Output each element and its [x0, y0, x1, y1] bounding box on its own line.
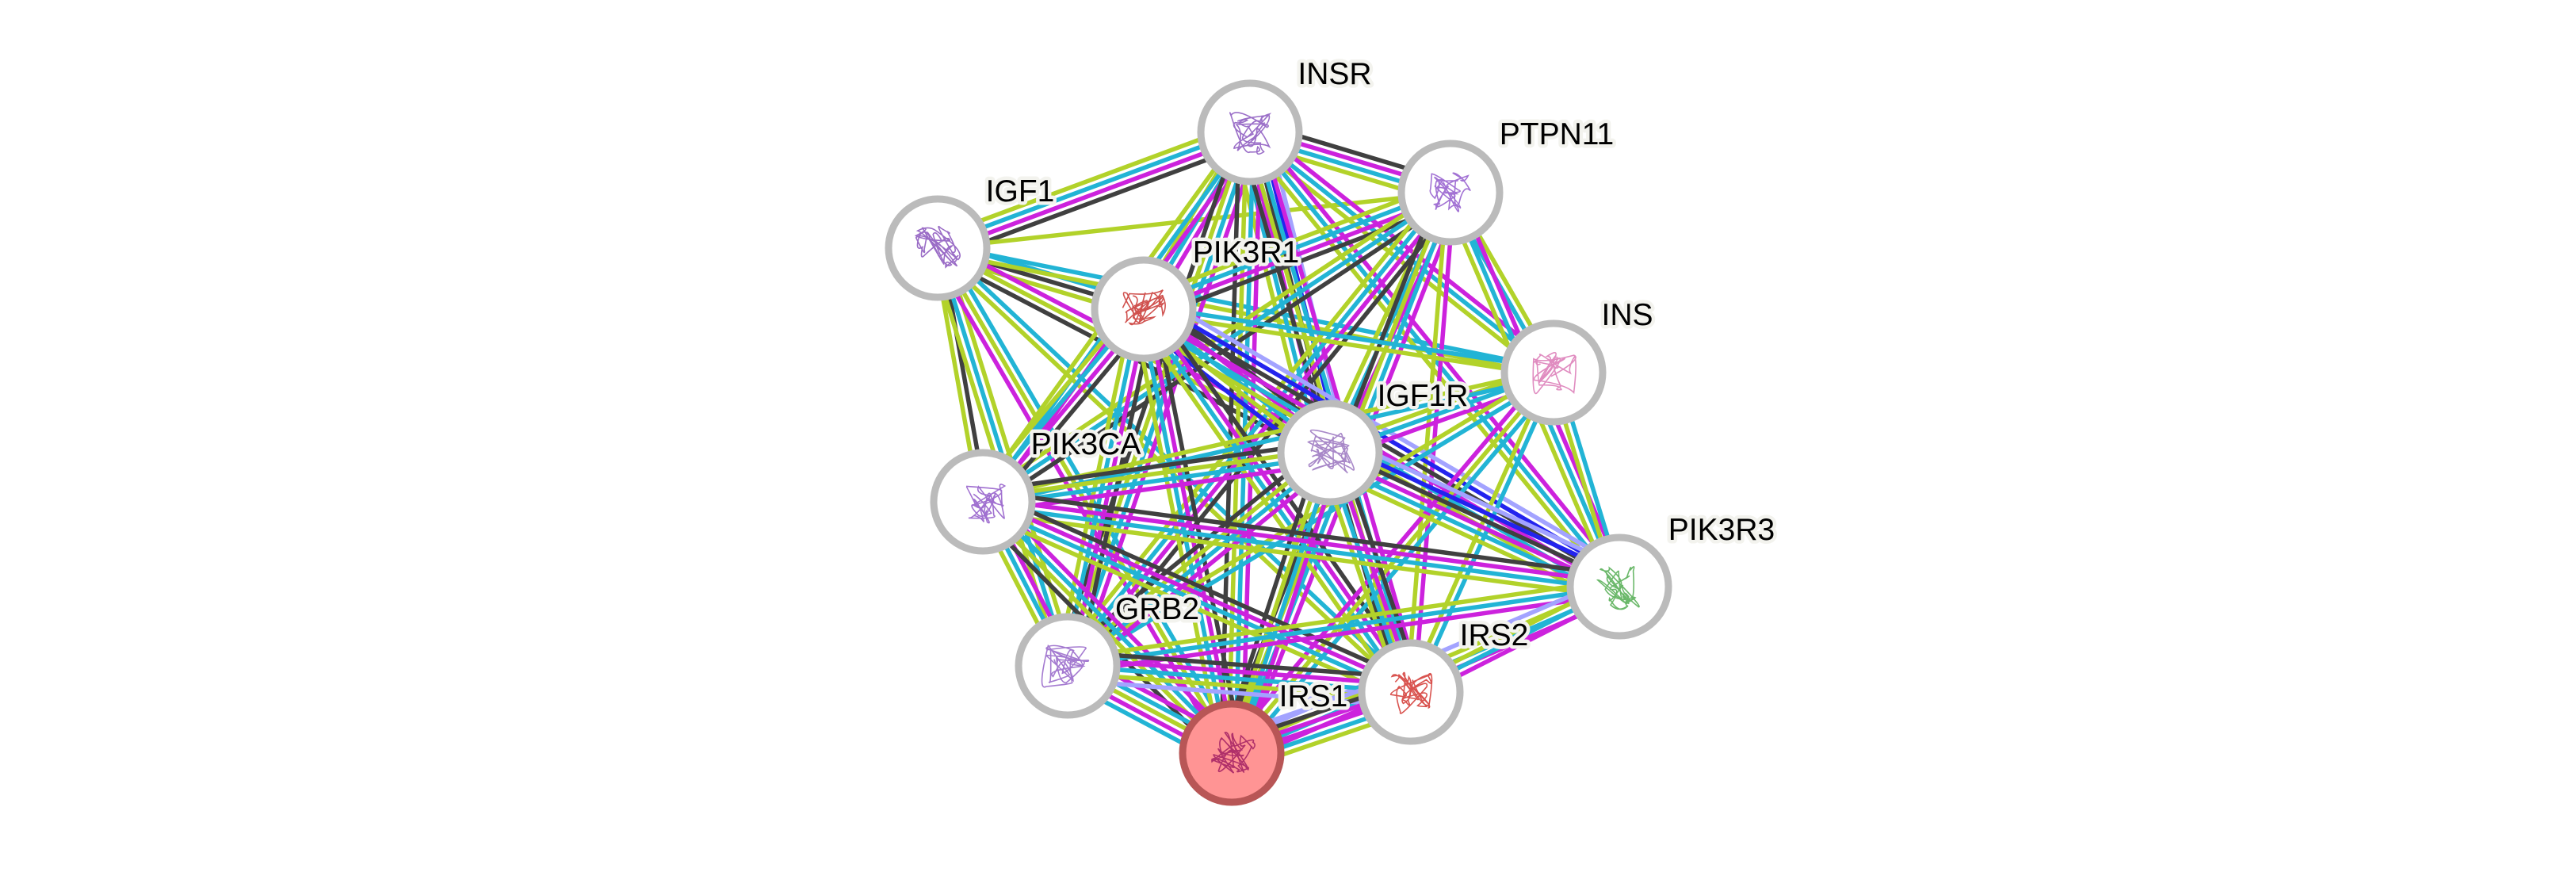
edge-evidence-gene-fusion — [1333, 441, 1625, 579]
node-pik3ca[interactable] — [930, 449, 1036, 555]
edge-igf1r-irs1[interactable] — [1219, 448, 1343, 758]
edge-pik3ca-pik3r3[interactable] — [980, 488, 1622, 600]
protein-structure-icon — [1596, 566, 1640, 610]
edge-evidence-database — [1068, 453, 1334, 671]
edge-evidence-coexpression — [940, 140, 1255, 261]
node-insr[interactable] — [1197, 79, 1303, 185]
edge-evidence-coexpression — [1068, 649, 1412, 680]
edge-evidence-database — [1068, 132, 1256, 668]
edge-evidence-textmining — [1405, 370, 1553, 692]
node-label-insr: INSR — [1298, 57, 1371, 91]
node-label-irs1: IRS1 — [1279, 679, 1348, 713]
edge-evidence-database — [1067, 584, 1620, 668]
edge-evidence-textmining — [1066, 577, 1619, 661]
edge-evidence-coexpression — [984, 488, 1622, 579]
edge-evidence-homology — [1336, 434, 1628, 573]
node-pik3r1[interactable] — [1091, 256, 1197, 362]
edge-evidence-database — [1412, 373, 1559, 694]
edge-evidence-coexpression — [1219, 448, 1322, 751]
node-circle[interactable] — [1197, 79, 1303, 185]
edge-evidence-textmining — [980, 510, 1619, 600]
node-ins[interactable] — [1500, 319, 1607, 426]
protein-structure-icon — [1041, 644, 1090, 688]
protein-structure-icon — [1211, 732, 1256, 774]
edge-evidence-experiments — [1068, 656, 1412, 687]
edge-evidence-experiments — [983, 495, 1620, 586]
edge-evidence-textmining — [1226, 450, 1329, 753]
protein-structure-icon — [1429, 172, 1471, 212]
node-label-pik3r3: PIK3R3 — [1668, 513, 1775, 547]
edge-evidence-experiments — [1068, 193, 1455, 670]
edge-evidence-textmining — [1064, 448, 1329, 665]
edge-evidence-database — [982, 503, 1619, 593]
edge-evidence-experiments — [938, 133, 1252, 254]
edge-evidence-coexpression — [980, 439, 1329, 494]
protein-structure-icon — [1307, 429, 1355, 474]
edge-evidence-textmining — [933, 120, 1248, 240]
node-label-igf1r: IGF1R — [1378, 379, 1469, 413]
edge-evidence-database — [1144, 303, 1555, 372]
protein-structure-icon — [1122, 289, 1166, 326]
protein-structure-icon — [1532, 352, 1577, 395]
node-ptpn11[interactable] — [1397, 140, 1504, 246]
node-label-pik3ca: PIK3CA — [1031, 427, 1141, 461]
node-circle[interactable] — [1500, 319, 1607, 426]
node-label-ins: INS — [1601, 298, 1653, 332]
protein-structure-icon — [914, 226, 961, 269]
node-igf1[interactable] — [885, 195, 991, 301]
edge-evidence-experiments — [1072, 459, 1339, 676]
node-label-irs2: IRS2 — [1460, 618, 1529, 652]
edge-evidence-textmining — [936, 249, 1554, 379]
node-igf1r[interactable] — [1277, 400, 1383, 506]
node-label-pik3r1: PIK3R1 — [1193, 235, 1299, 270]
edge-evidence-experiments — [1240, 455, 1343, 758]
edge-evidence-coexpression — [1330, 447, 1622, 586]
edge-evidence-textmining — [1139, 180, 1448, 301]
edge-evidence-textmining — [1321, 466, 1613, 605]
edge-igf1-insr[interactable] — [933, 120, 1255, 261]
edge-pik3r1-ins[interactable] — [1142, 303, 1555, 379]
protein-structure-icon — [965, 484, 1007, 524]
protein-structure-icon — [1229, 112, 1272, 155]
protein-structure-icon — [1389, 671, 1433, 714]
edge-evidence-textmining — [1142, 310, 1554, 379]
node-label-grb2: GRB2 — [1115, 592, 1199, 626]
node-label-ptpn11: PTPN11 — [1500, 117, 1615, 151]
edge-evidence-textmining — [977, 185, 1448, 498]
edge-evidence-database — [1141, 187, 1450, 308]
edge-evidence-textmining — [982, 446, 1330, 501]
node-circle[interactable] — [1277, 400, 1383, 506]
edge-evidence-database — [980, 503, 1411, 698]
edge-evidence-textmining — [1057, 184, 1444, 661]
nodes-layer — [885, 79, 1672, 806]
edge-evidence-experiments — [1076, 135, 1263, 671]
edge-evidence-database — [1067, 664, 1412, 694]
node-pik3r3[interactable] — [1566, 534, 1672, 640]
node-irs1[interactable] — [1179, 700, 1285, 806]
edge-evidence-coexpression — [985, 197, 1456, 510]
node-grb2[interactable] — [1015, 613, 1121, 719]
edge-evidence-database — [1233, 453, 1336, 755]
node-irs2[interactable] — [1358, 639, 1464, 745]
node-label-igf1: IGF1 — [986, 174, 1055, 208]
edge-evidence-database — [1063, 189, 1450, 665]
edge-evidence-database — [935, 127, 1250, 247]
edge-evidence-experiments — [983, 496, 1413, 691]
edge-evidence-database — [984, 497, 1236, 752]
edge-evidence-textmining — [1242, 135, 1616, 593]
edge-evidence-coexpression — [986, 490, 1416, 685]
edge-ins-irs2[interactable] — [1405, 370, 1559, 694]
